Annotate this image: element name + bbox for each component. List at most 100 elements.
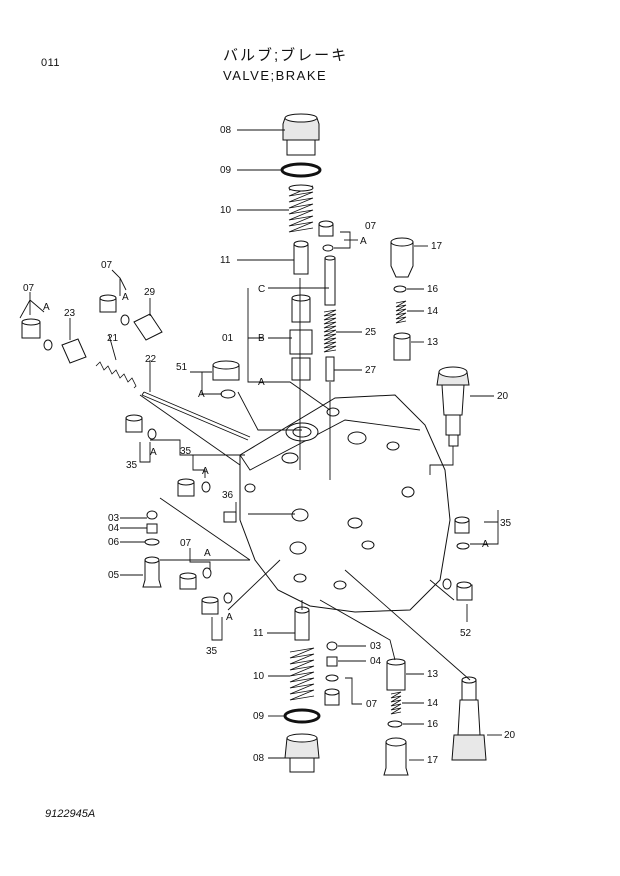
title-japanese: バルブ;ブレーキ bbox=[223, 47, 349, 64]
part-11-spool-top bbox=[293, 240, 309, 275]
label-05-left: 05 bbox=[108, 570, 120, 581]
label-25: 25 bbox=[365, 327, 377, 338]
label-27: 27 bbox=[365, 365, 377, 376]
label-a-07-bottom-left: A bbox=[204, 548, 211, 559]
label-20-top: 20 bbox=[497, 391, 509, 402]
part-01-spool-assembly bbox=[289, 255, 336, 381]
label-a-35-left: A bbox=[150, 447, 157, 458]
part-35-plug-mid bbox=[177, 478, 211, 497]
part-11-spool-bottom bbox=[294, 606, 310, 641]
label-07-bottom: 07 bbox=[366, 699, 378, 710]
label-35-left: 35 bbox=[126, 460, 138, 471]
part-16-ring-upper bbox=[393, 285, 407, 293]
part-27-pin bbox=[325, 356, 335, 382]
label-11-bottom: 11 bbox=[253, 628, 264, 639]
part-03-ball-left bbox=[146, 510, 158, 520]
label-b: B bbox=[258, 333, 265, 344]
drawing-number: 9122945A bbox=[45, 808, 96, 820]
part-07-plug-upper-right bbox=[318, 220, 334, 252]
label-07-upper-right: 07 bbox=[365, 221, 377, 232]
label-04-left: 04 bbox=[108, 523, 120, 534]
label-a-07-upper-right: A bbox=[360, 236, 367, 247]
part-25-spring-small bbox=[323, 309, 337, 353]
part-05-plug-left bbox=[142, 556, 162, 588]
title-english: VALVE;BRAKE bbox=[223, 68, 328, 83]
label-16-top: 16 bbox=[427, 284, 439, 295]
label-35-mid: 35 bbox=[180, 446, 192, 457]
part-06-oring-left bbox=[144, 538, 160, 546]
part-13-piston-bottom bbox=[386, 658, 406, 691]
label-20-bottom: 20 bbox=[504, 730, 516, 741]
part-10-spring-top bbox=[288, 184, 314, 233]
label-16-bottom: 16 bbox=[427, 719, 439, 730]
label-04-bottom: 04 bbox=[370, 656, 382, 667]
part-07-plug-bottom-left bbox=[179, 567, 212, 590]
label-14-top: 14 bbox=[427, 306, 439, 317]
part-20-fitting-upper bbox=[436, 366, 470, 447]
label-17-bottom: 17 bbox=[427, 755, 439, 766]
part-21-spring-long bbox=[95, 361, 137, 389]
label-07-far-left: 07 bbox=[23, 283, 35, 294]
part-03-ball-bottom bbox=[326, 641, 338, 651]
part-36-plug bbox=[223, 511, 237, 523]
label-07-left: 07 bbox=[101, 260, 113, 271]
part-09-oring-bottom bbox=[283, 708, 321, 724]
label-c: C bbox=[258, 284, 265, 295]
label-29: 29 bbox=[144, 287, 156, 298]
label-11-top: 11 bbox=[220, 255, 231, 266]
label-10-top: 10 bbox=[220, 205, 232, 216]
part-13-piston-upper bbox=[393, 332, 411, 361]
label-03-bottom: 03 bbox=[370, 641, 382, 652]
label-13-bottom: 13 bbox=[427, 669, 439, 680]
label-22: 22 bbox=[145, 354, 157, 365]
part-23-sleeve bbox=[61, 338, 87, 364]
part-10-spring-bottom bbox=[289, 647, 315, 701]
part-14-spring-upper bbox=[395, 300, 407, 324]
part-07-plug-left bbox=[99, 294, 130, 326]
label-03-left: 03 bbox=[108, 513, 120, 524]
label-51: 51 bbox=[176, 362, 188, 373]
part-17-cap-upper bbox=[390, 237, 414, 278]
part-09-oring-top bbox=[280, 162, 322, 178]
label-a-07-far-left: A bbox=[43, 302, 50, 313]
label-a-51: A bbox=[198, 389, 205, 400]
part-52-plug bbox=[442, 578, 473, 601]
part-08-plug-bottom bbox=[284, 733, 320, 773]
label-01: 01 bbox=[222, 333, 234, 344]
label-07-bottom-left: 07 bbox=[180, 538, 192, 549]
part-35-plug-bottom-left bbox=[201, 592, 233, 615]
label-09-bottom: 09 bbox=[253, 711, 265, 722]
part-29-sleeve bbox=[133, 313, 163, 341]
label-a-07-left: A bbox=[122, 292, 129, 303]
label-08-top: 08 bbox=[220, 125, 232, 136]
label-35-bottom-left: 35 bbox=[206, 646, 218, 657]
label-09-top: 09 bbox=[220, 165, 232, 176]
part-20-fitting-bottom bbox=[451, 676, 487, 761]
label-13-top: 13 bbox=[427, 337, 439, 348]
label-08-bottom: 08 bbox=[253, 753, 265, 764]
part-17-cap-bottom bbox=[383, 737, 409, 776]
callout-labels: 08 09 10 11 C 01 B A 07 A 25 27 17 16 14… bbox=[23, 125, 516, 766]
valve-body bbox=[239, 394, 451, 613]
label-10-bottom: 10 bbox=[253, 671, 265, 682]
label-a-35-bottom-left: A bbox=[226, 612, 233, 623]
label-a-35-right: A bbox=[482, 539, 489, 550]
part-51-plug bbox=[212, 360, 240, 399]
label-23: 23 bbox=[64, 308, 76, 319]
leader-lines bbox=[19, 129, 502, 761]
label-a-35-mid: A bbox=[202, 466, 209, 477]
page-number: 011 bbox=[41, 57, 61, 69]
part-08-plug-top bbox=[282, 113, 320, 156]
part-07-plug-bottom bbox=[324, 674, 340, 706]
label-17-top: 17 bbox=[431, 241, 443, 252]
part-22-rod bbox=[141, 391, 251, 441]
label-a-mid: A bbox=[258, 377, 265, 388]
part-16-ring-bottom bbox=[387, 720, 403, 728]
part-04-seat-bottom bbox=[326, 656, 338, 667]
label-14-bottom: 14 bbox=[427, 698, 439, 709]
part-35-plug-left bbox=[125, 414, 157, 440]
part-04-seat-left bbox=[146, 523, 158, 534]
part-14-spring-bottom bbox=[390, 691, 402, 715]
part-35-plug-right bbox=[454, 516, 470, 550]
